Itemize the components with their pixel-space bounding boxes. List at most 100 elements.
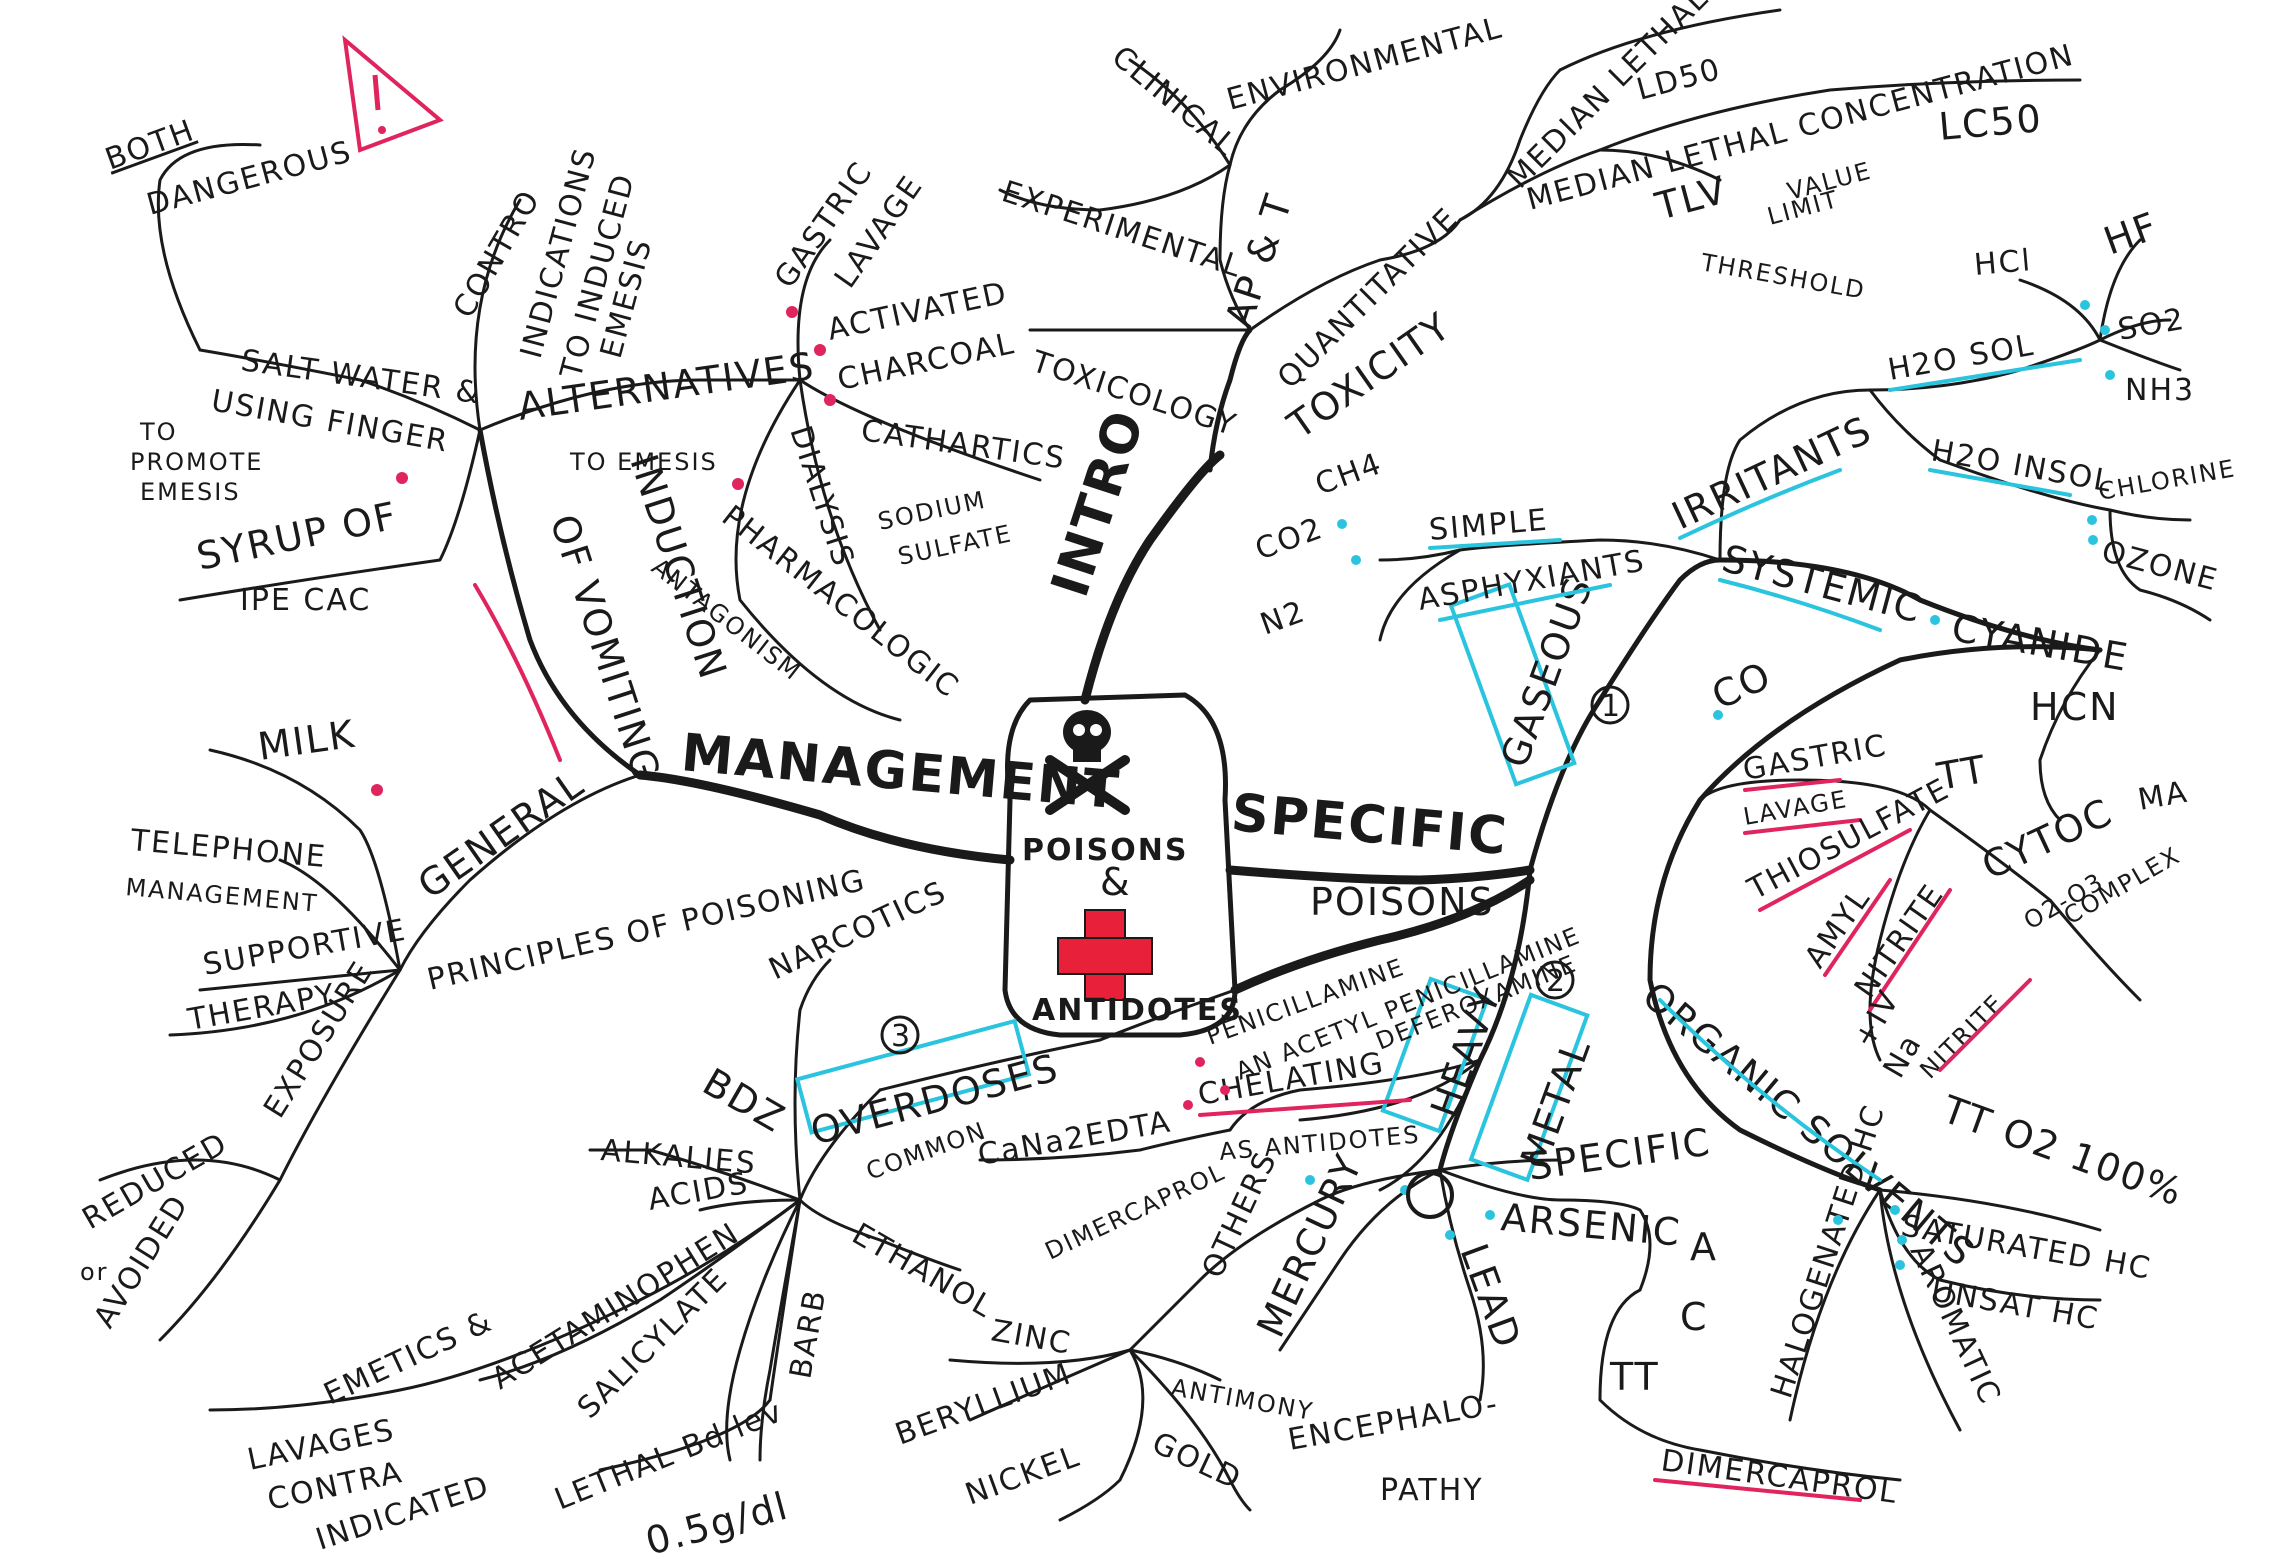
telephone-label: TELEPHONE bbox=[128, 823, 328, 875]
cyanide-dot bbox=[1930, 615, 1940, 625]
principles-label: PRINCIPLES OF POISONING bbox=[424, 863, 869, 998]
pathy-label: PATHY bbox=[1380, 1473, 1484, 1508]
c-label: C bbox=[1680, 1295, 1709, 1339]
irritants-label: IRRITANTS bbox=[1665, 407, 1879, 538]
pharmacologic-dot bbox=[732, 478, 744, 490]
overdoses-box bbox=[794, 1018, 1032, 1135]
clinical-label: CLINICAL bbox=[1105, 39, 1244, 164]
zinc-label: ZINC bbox=[989, 1313, 1075, 1361]
ma-label: MA bbox=[2135, 775, 2191, 818]
ch4-label: CH4 bbox=[1311, 446, 1387, 502]
milk-label: MILK bbox=[255, 712, 358, 769]
so2-dot bbox=[2100, 325, 2110, 335]
poisons-label: POISONS bbox=[1310, 880, 1495, 924]
halogenated-dot bbox=[1833, 1215, 1843, 1225]
co-dot bbox=[1713, 710, 1723, 720]
aromatic-dot bbox=[1897, 1235, 1907, 1245]
chlorine-dot bbox=[2087, 515, 2097, 525]
center-bottle: POISONS & ANTIDOTES bbox=[1002, 692, 1241, 1038]
cathartics-label: CATHARTICS bbox=[859, 413, 1068, 476]
barb-label: BARB bbox=[783, 1286, 833, 1381]
n2-label: N2 bbox=[1256, 594, 1311, 642]
dimercaprol-label: DIMERCAPROL bbox=[1041, 1157, 1230, 1265]
bdz-label: BDZ bbox=[696, 1060, 794, 1142]
saturated-dot bbox=[1890, 1205, 1900, 1215]
so2-label: SO2 bbox=[2115, 302, 2188, 348]
nh3-dot bbox=[2105, 370, 2115, 380]
intro-branch bbox=[998, 8, 2082, 473]
gastric-dot bbox=[786, 306, 798, 318]
cana2edta-dot bbox=[1183, 1100, 1193, 1110]
red-cross-icon bbox=[1057, 909, 1153, 1001]
threshold-label: THRESHOLD bbox=[1698, 248, 1868, 305]
specific-title: SPECIFIC bbox=[1229, 783, 1511, 867]
lc50-label: LC50 bbox=[1937, 96, 2045, 149]
beryllium-label: BERYLLIUM bbox=[891, 1356, 1077, 1452]
num2-label: 2 bbox=[1546, 964, 1567, 999]
heavy-metal-box bbox=[1380, 976, 1590, 1183]
promote-label: PROMOTE bbox=[130, 448, 263, 476]
ethanol-label: ETHANOL bbox=[846, 1217, 1000, 1326]
skull-crossbones-icon bbox=[1045, 710, 1130, 815]
ipecac-label: IPE CAC bbox=[240, 583, 371, 618]
dose-label: 0.5g/dl bbox=[641, 1483, 793, 1561]
hcl-dot bbox=[2080, 300, 2090, 310]
hf-label: HF bbox=[2098, 203, 2164, 263]
lead-label: LEAD bbox=[1452, 1238, 1530, 1355]
gold-label: GOLD bbox=[1147, 1426, 1248, 1498]
general-label: GENERAL bbox=[410, 761, 592, 907]
center-title: POISONS bbox=[1022, 833, 1188, 868]
encephalopathy-label: ENCEPHALO- bbox=[1285, 1386, 1501, 1458]
emetics-label: EMETICS & bbox=[319, 1304, 499, 1413]
num1-circle bbox=[1590, 685, 1630, 725]
arsenic-label: ARSENIC bbox=[1499, 1195, 1683, 1255]
cyanide-label: CYANIDE bbox=[1948, 606, 2132, 680]
tt2-label: TT bbox=[1609, 1355, 1660, 1399]
management-title: MANAGEMENT bbox=[679, 723, 1123, 821]
lead-dot bbox=[1445, 1230, 1455, 1240]
gaseous-box bbox=[1448, 581, 1577, 787]
num3-circle bbox=[880, 1015, 920, 1055]
num1-label: 1 bbox=[1601, 689, 1622, 724]
num3-label: 3 bbox=[891, 1019, 912, 1054]
nh3-label: NH3 bbox=[2125, 373, 2195, 408]
experimental-label: EXPERIMENTAL bbox=[998, 174, 1247, 285]
co2-dot bbox=[1351, 555, 1361, 565]
others-dot bbox=[1305, 1175, 1315, 1185]
co2-label: CO2 bbox=[1251, 511, 1328, 568]
milk-dot bbox=[371, 784, 383, 796]
num2-circle bbox=[1535, 960, 1575, 1000]
syrup-dot bbox=[396, 472, 408, 484]
or-label: or bbox=[80, 1258, 109, 1286]
an-acetyl-dot bbox=[1220, 1085, 1230, 1095]
intro-title: INTRO bbox=[1040, 402, 1157, 604]
tt-o2-label: TT O2 100% bbox=[1936, 1087, 2189, 1215]
cana2edta-label: CaNa2EDTA bbox=[975, 1104, 1174, 1172]
unsat-dot bbox=[1895, 1260, 1905, 1270]
penicillamine-dot bbox=[1195, 1057, 1205, 1067]
to-label: TO bbox=[139, 418, 178, 446]
nitrite2-label: NITRITE bbox=[1914, 989, 2010, 1085]
ch4-dot bbox=[1337, 519, 1347, 529]
nickel-label: NICKEL bbox=[961, 1439, 1085, 1513]
management2-label: MANAGEMENT bbox=[124, 873, 319, 918]
management-branch bbox=[98, 142, 1042, 1342]
ozone-label: OZONE bbox=[2098, 534, 2222, 599]
both-label: BOTH bbox=[101, 113, 200, 178]
center-amp: & bbox=[1100, 860, 1132, 904]
warning-triangle-icon bbox=[342, 35, 444, 153]
chlorine-label: CHLORINE bbox=[2096, 454, 2238, 506]
activated-dot bbox=[814, 344, 826, 356]
environmental-label: ENVIRONMENTAL bbox=[1223, 10, 1507, 117]
co-label: CO bbox=[1705, 653, 1778, 718]
trunks bbox=[635, 450, 1535, 995]
emesis-label: EMESIS bbox=[140, 478, 241, 506]
dimercaprol2-label: DIMERCAPROL bbox=[1659, 1443, 1900, 1511]
charcoal-dot bbox=[824, 394, 836, 406]
hcl-label: HCl bbox=[1973, 243, 2034, 283]
ozone-dot bbox=[2088, 535, 2098, 545]
tt-label: TT bbox=[1933, 747, 1991, 799]
h2o-insol-label: H2O INSOL bbox=[1929, 433, 2116, 499]
arsenic-dot bbox=[1485, 1210, 1495, 1220]
